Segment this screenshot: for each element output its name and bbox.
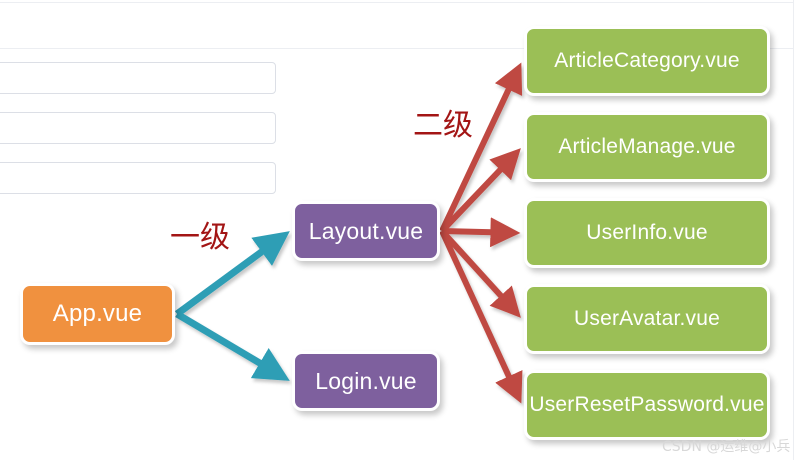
annotation-level-2: 二级 [413, 108, 473, 143]
node-label-layout: Layout.vue [308, 217, 424, 244]
node-label-user-info: UserInfo.vue [586, 221, 708, 244]
node-app: App.vue [20, 283, 175, 345]
node-user-reset-password: UserResetPassword.vue [524, 370, 770, 440]
node-label-login: Login.vue [315, 367, 417, 394]
form-field-3[interactable] [0, 162, 276, 194]
node-label-user-avatar: UserAvatar.vue [574, 307, 720, 330]
divider-rule-1 [0, 2, 793, 3]
node-article-manage: ArticleManage.vue [524, 112, 770, 182]
form-field-2[interactable] [0, 112, 276, 144]
node-label-article-manage: ArticleManage.vue [558, 135, 736, 158]
form-field-1[interactable] [0, 62, 276, 94]
watermark: CSDN @运维@小兵 [662, 439, 791, 455]
node-user-info: UserInfo.vue [524, 198, 770, 268]
divider-rule-2 [0, 48, 793, 49]
node-label-article-category: ArticleCategory.vue [554, 49, 740, 72]
node-user-avatar: UserAvatar.vue [524, 284, 770, 354]
annotation-level-1: 一级 [170, 220, 230, 255]
node-label-app: App.vue [52, 300, 143, 327]
node-login: Login.vue [292, 351, 440, 411]
node-label-user-reset-password: UserResetPassword.vue [529, 393, 765, 416]
node-article-category: ArticleCategory.vue [524, 26, 770, 96]
node-layout: Layout.vue [292, 201, 440, 261]
